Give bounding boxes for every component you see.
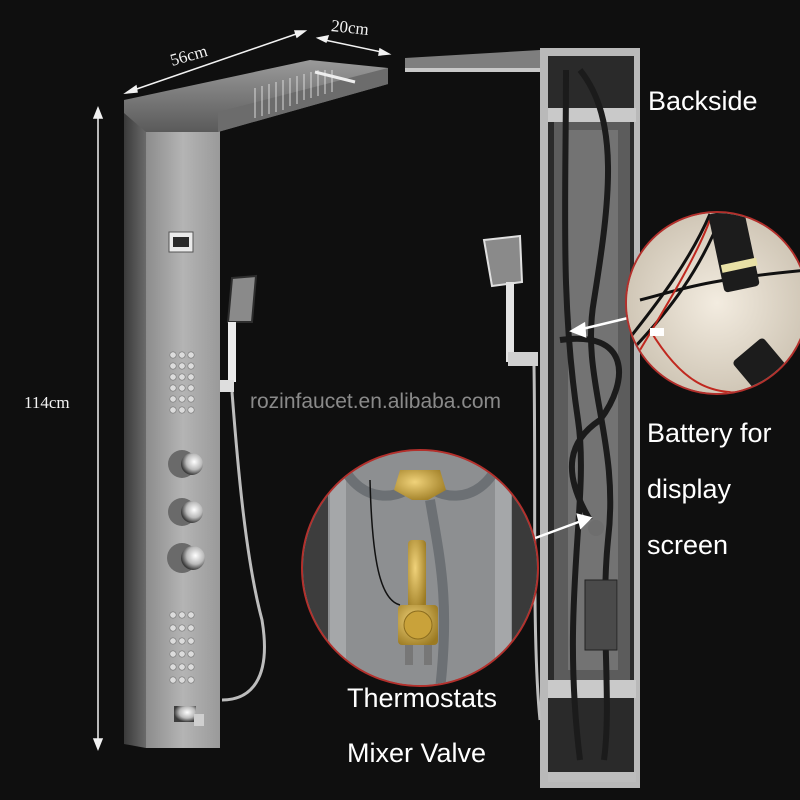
battery-callout-line-1: Battery for <box>647 418 772 448</box>
battery-inset <box>625 211 800 395</box>
front-panel <box>124 60 388 748</box>
valve-callout-line-2: Mixer Valve <box>347 738 487 768</box>
valve-callout-line-1: Thermostats <box>347 683 498 713</box>
depth-dimension-label: 20cm <box>330 16 370 39</box>
back-panel <box>405 48 640 788</box>
dimension-lines <box>92 30 392 752</box>
height-dimension-label: 114cm <box>24 393 70 412</box>
battery-callout-line-3: screen <box>647 530 729 560</box>
control-knobs <box>167 450 205 573</box>
watermark-text: rozinfaucet.en.alibaba.com <box>250 390 501 413</box>
backside-callout: Backside <box>648 86 758 116</box>
battery-callout-line-2: display <box>647 474 732 504</box>
thermostat-valve-inset <box>301 449 539 687</box>
